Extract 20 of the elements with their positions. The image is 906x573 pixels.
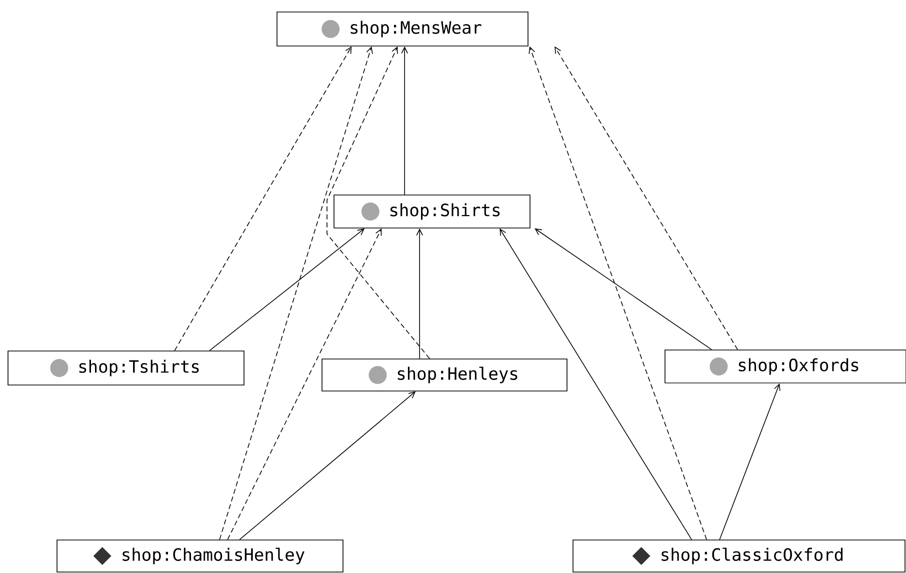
arrow [416,228,423,359]
class-box: shop:Shirts [334,194,530,228]
arrow [219,46,373,540]
arrow [719,383,780,540]
arrow [209,228,365,351]
class-box: shop:ClassicOxford [572,540,906,572]
arrow [500,228,692,540]
arrow [534,228,712,350]
arrow [528,46,707,540]
arrow [326,46,430,359]
class-box: shop:Tshirts [8,350,244,386]
class-box: shop:ChamoisHenley [56,540,344,572]
arrow [174,46,352,351]
arrow [401,46,408,195]
class-box: shop:Henleys [322,358,568,392]
arrow [227,228,382,540]
arrow [554,46,738,350]
class-box: shop:Oxfords [664,350,906,384]
arrow [239,391,416,540]
class-box: shop:MensWear [276,12,528,46]
